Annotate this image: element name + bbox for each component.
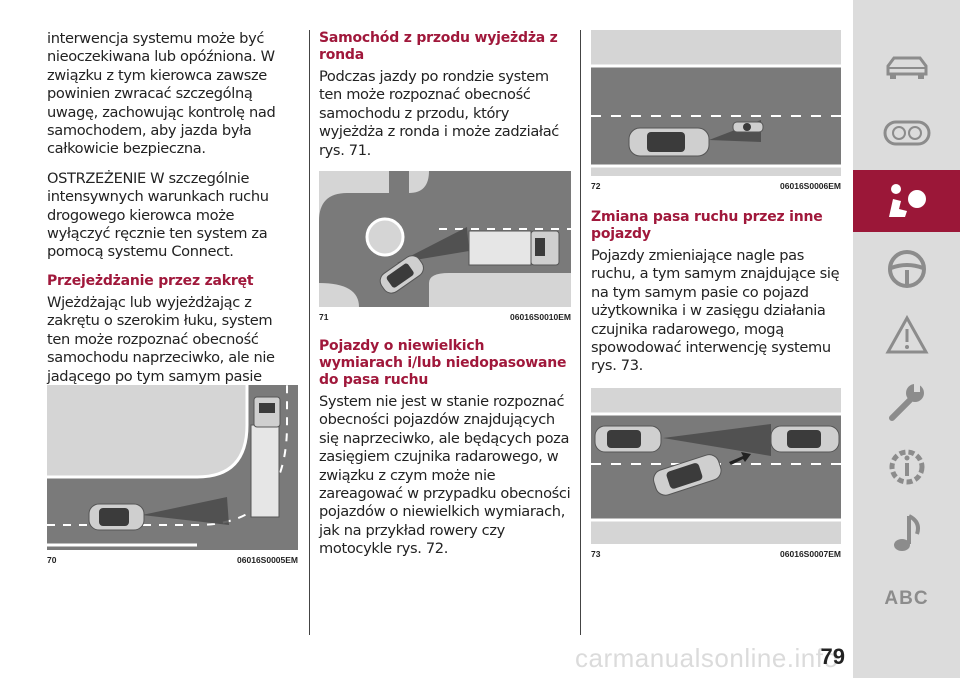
- truck-icon: [468, 230, 560, 266]
- motorcycle-illustration: [591, 30, 841, 176]
- page-number: 79: [820, 644, 845, 669]
- column-divider: [309, 30, 310, 635]
- column-divider: [580, 30, 581, 635]
- column-3: 72 06016S0006EM Zmiana pasa ruchu przez …: [591, 30, 841, 559]
- sidebar-item-car[interactable]: [853, 36, 960, 98]
- wrench-icon: [888, 384, 924, 421]
- car-icon: [770, 425, 840, 453]
- section-heading: Samochód z przodu wyjeżdża z ronda: [319, 30, 558, 63]
- curve-road-illustration: [47, 385, 298, 550]
- gauges-icon: [883, 120, 930, 146]
- paragraph: interwencja systemu może być nieoczekiwa…: [47, 30, 276, 158]
- car-icon: [88, 503, 145, 531]
- sidebar-item-multimedia[interactable]: [853, 502, 960, 564]
- figure-number: 71: [319, 312, 329, 323]
- sidebar-item-technical[interactable]: [853, 436, 960, 498]
- car-icon: [379, 255, 424, 294]
- index-label: ABC: [884, 588, 929, 609]
- figure-71: 71 06016S0010EM: [319, 171, 571, 322]
- figure-code: 06016S0005EM: [237, 555, 298, 565]
- section-heading: Zmiana pasa ruchu przez inne pojazdy: [591, 209, 823, 242]
- figure-number: 70: [47, 555, 57, 565]
- airbag-icon: [888, 184, 926, 217]
- warning-triangle-icon: [884, 315, 929, 354]
- roundabout-illustration: [319, 171, 571, 308]
- steering-wheel-icon: [887, 250, 926, 288]
- car-icon: [886, 56, 927, 79]
- figure-number: 73: [591, 548, 601, 559]
- car-icon: [594, 425, 662, 453]
- section-heading: Pojazdy o niewielkich wymiarach i/lub ni…: [319, 338, 567, 389]
- sidebar-item-emergency[interactable]: [853, 304, 960, 366]
- section-heading: Przejeżdżanie przez zakręt: [47, 272, 254, 289]
- car-icon: [653, 454, 722, 496]
- truck-icon: [250, 396, 281, 518]
- arrow-icon: [729, 451, 751, 465]
- column-1: interwencja systemu może być nieoczekiwa…: [47, 30, 299, 565]
- figure-number: 72: [591, 181, 601, 191]
- figure-70: 70 06016S0005EM: [47, 385, 298, 565]
- sidebar-item-dashboard[interactable]: [853, 102, 960, 164]
- paragraph: System nie jest w stanie rozpoznać obecn…: [319, 393, 571, 558]
- figure-code: 06016S0007EM: [780, 548, 841, 559]
- sidebar-item-maintenance[interactable]: [853, 370, 960, 432]
- watermark: carmanualsonline.info: [575, 643, 839, 673]
- figure-73: 73 06016S0007EM: [591, 387, 841, 559]
- music-note-icon: [893, 514, 920, 551]
- warning-paragraph: OSTRZEŻENIE W szczególnie intensywnych w…: [47, 169, 269, 261]
- sidebar-item-driving[interactable]: [853, 238, 960, 300]
- motorcycle-icon: [732, 121, 764, 133]
- sidebar-item-index[interactable]: ABC: [853, 568, 960, 630]
- figure-code: 06016S0006EM: [780, 181, 841, 191]
- figure-72: 72 06016S0006EM: [591, 30, 841, 191]
- gear-info-icon: [889, 449, 924, 485]
- paragraph: Pojazdy zmieniające nagle pas ruchu, a t…: [591, 247, 840, 375]
- sidebar-item-safety[interactable]: [853, 170, 960, 232]
- figure-code: 06016S0010EM: [510, 312, 571, 323]
- car-icon: [628, 127, 710, 157]
- column-2: Samochód z przodu wyjeżdża z ronda Podcz…: [319, 30, 571, 570]
- paragraph: Podczas jazdy po rondzie system ten może…: [319, 68, 559, 159]
- chapter-sidebar: ABC: [853, 0, 960, 678]
- lane-change-illustration: [591, 387, 841, 544]
